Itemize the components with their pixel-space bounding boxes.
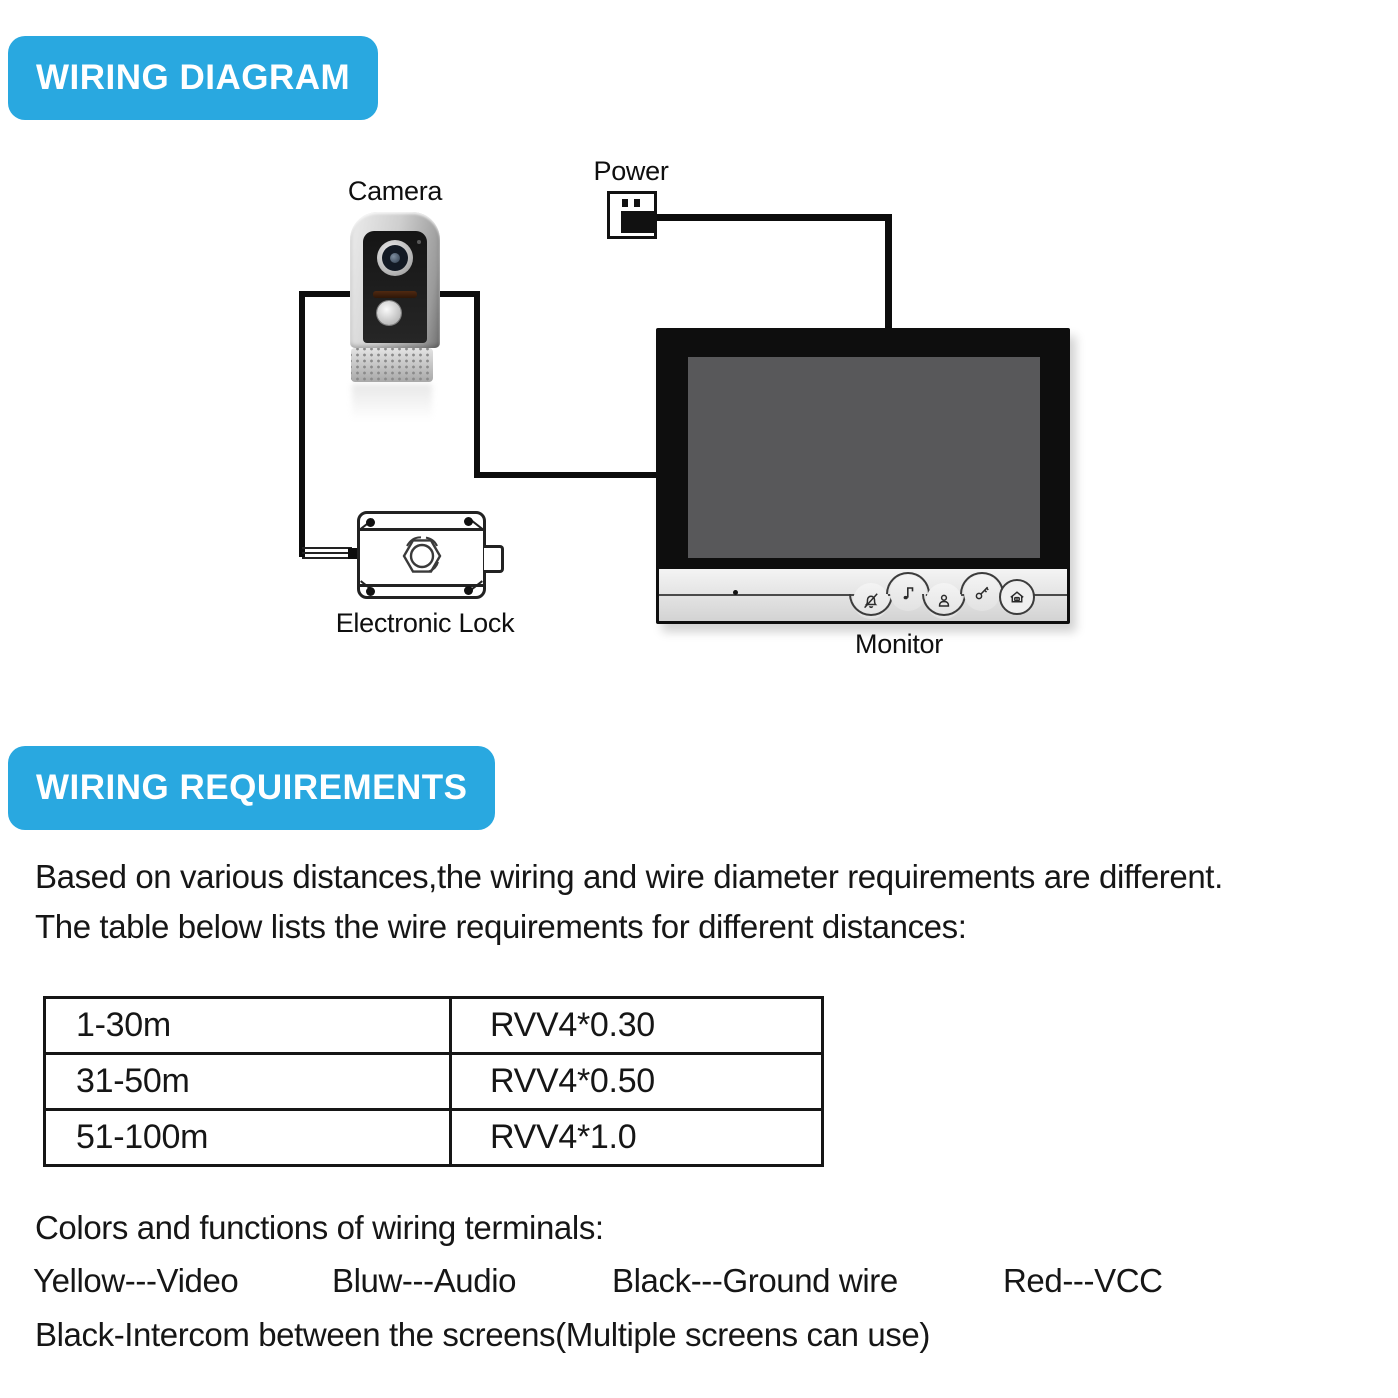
- wiring-requirements-badge: WIRING REQUIREMENTS: [8, 746, 496, 830]
- wire-power-horizontal: [652, 214, 892, 221]
- wire-camera-right: [428, 291, 480, 297]
- camera-body: [350, 212, 440, 348]
- camera-label: Camera: [347, 176, 443, 206]
- table-row: 51-100m RVV4*1.0: [43, 1108, 824, 1167]
- distance-cell: 31-50m: [43, 1052, 452, 1111]
- wire-type-cell: RVV4*1.0: [449, 1108, 824, 1167]
- electronic-lock-label: Electronic Lock: [335, 608, 515, 638]
- terminal-blue-audio: Bluw---Audio: [332, 1262, 517, 1299]
- lock-screw: [464, 586, 473, 595]
- plug-prong-icon: [622, 199, 628, 207]
- lock-plate-line: [360, 584, 483, 587]
- monitor-button-bar: [659, 569, 1067, 621]
- distance-cell: 51-100m: [43, 1108, 452, 1167]
- camera-speaker-grille: [351, 348, 433, 382]
- lock-screw: [464, 517, 473, 526]
- distance-cell: 1-30m: [43, 996, 452, 1055]
- lock-cylinder-nut-icon: [402, 536, 442, 573]
- lock-wire-terminal: [348, 548, 359, 559]
- wire-requirements-table: 1-30m RVV4*0.30 31-50m RVV4*0.50 51-100m…: [43, 996, 824, 1167]
- monitor-device: [656, 328, 1070, 624]
- power-label: Power: [593, 156, 669, 186]
- microphone-dot: [733, 590, 738, 595]
- lock-wire-strand: [302, 552, 352, 554]
- camera-ir-window: [373, 291, 417, 298]
- intercom-note: Black-Intercom between the screens(Multi…: [35, 1316, 930, 1353]
- requirements-intro-line1: Based on various distances,the wiring an…: [35, 858, 1223, 895]
- wiring-diagram-badge: WIRING DIAGRAM: [8, 36, 379, 120]
- requirements-intro-line2: The table below lists the wire requireme…: [35, 908, 967, 945]
- lock-wire-strand: [302, 557, 352, 559]
- monitor-label: Monitor: [855, 629, 943, 659]
- terminal-yellow-video: Yellow---Video: [33, 1262, 239, 1299]
- wire-camera-left: [299, 291, 361, 297]
- lock-latch: [484, 545, 504, 573]
- lock-screw: [366, 587, 375, 596]
- lock-wire-strand: [302, 547, 352, 549]
- plug-body-icon: [621, 211, 654, 233]
- table-row: 31-50m RVV4*0.50: [43, 1052, 824, 1111]
- wire-type-cell: RVV4*0.30: [449, 996, 824, 1055]
- wire-to-monitor: [474, 472, 660, 478]
- camera-screw: [417, 240, 421, 244]
- wire-type-cell: RVV4*0.50: [449, 1052, 824, 1111]
- terminal-red-vcc: Red---VCC: [1003, 1262, 1163, 1299]
- wire-power-down: [885, 214, 892, 332]
- camera-lens-icon: [377, 240, 413, 276]
- wire-camera-to-lock: [299, 291, 305, 557]
- electronic-lock: [357, 511, 504, 599]
- plug-prong-icon: [634, 199, 640, 207]
- doorbell-button: [377, 301, 401, 325]
- table-row: 1-30m RVV4*0.30: [43, 996, 824, 1055]
- camera-reflection: [352, 384, 432, 420]
- lock-screw: [366, 518, 375, 527]
- monitor-screen: [688, 357, 1040, 558]
- wire-camera-down: [474, 291, 480, 478]
- terminals-heading: Colors and functions of wiring terminals…: [35, 1209, 604, 1246]
- terminal-black-ground: Black---Ground wire: [612, 1262, 898, 1299]
- lock-plate-line: [360, 528, 483, 531]
- doorbell-camera: [350, 212, 440, 422]
- power-adapter: [607, 191, 657, 239]
